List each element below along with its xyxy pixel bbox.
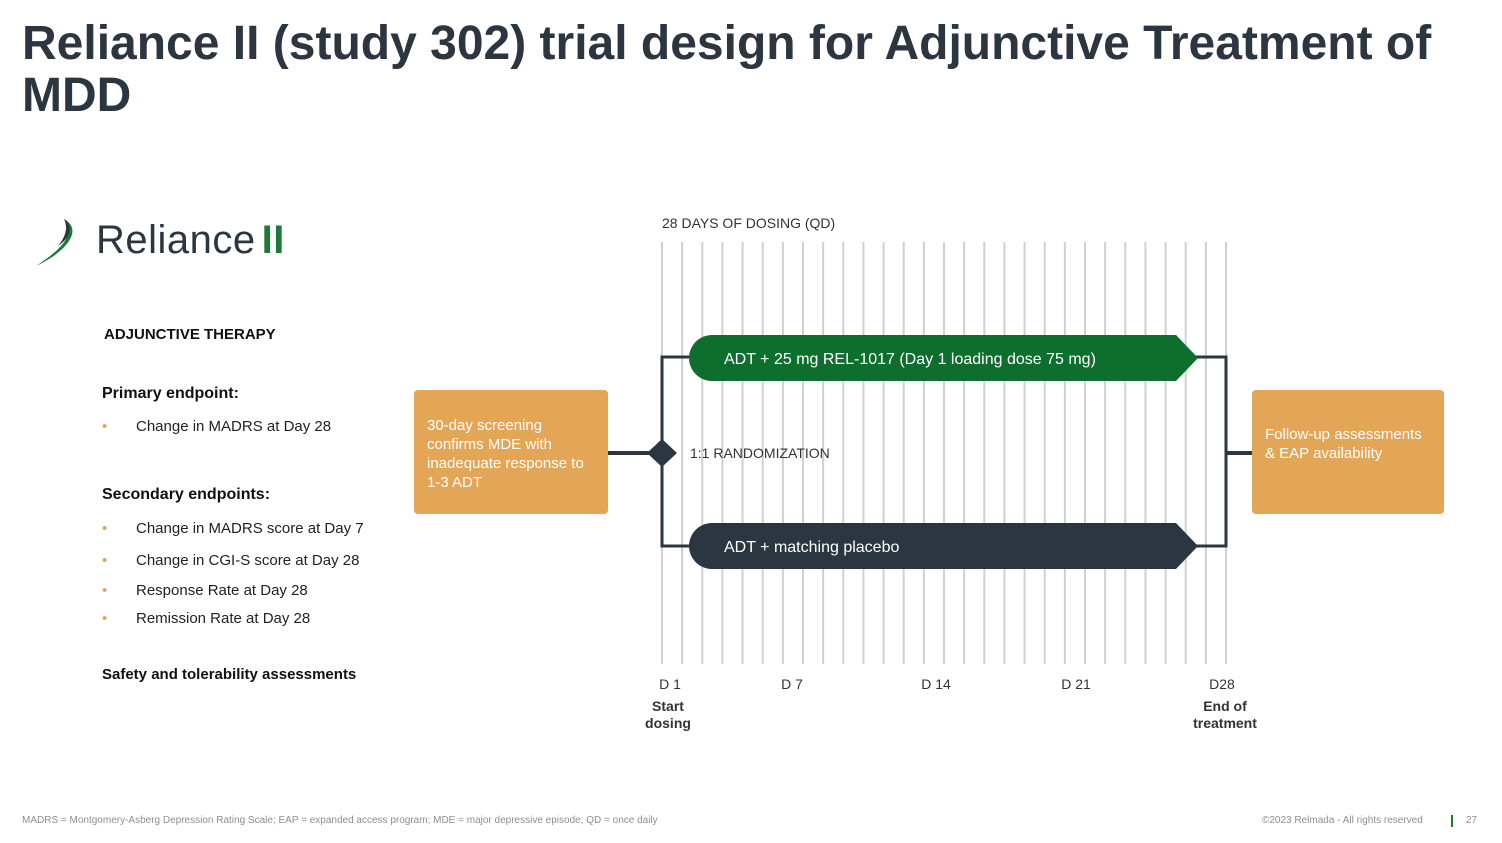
start-dosing-label: dosing [645,715,691,731]
arm-active-label: ADT + 25 mg REL-1017 (Day 1 loading dose… [724,351,1096,368]
dosing-label: 28 DAYS OF DOSING (QD) [662,215,835,231]
footer-divider [1451,815,1453,827]
secondary-endpoints-heading: Secondary endpoints: [102,486,271,503]
screening-box [414,390,608,514]
logo-name: Reliance [96,218,256,262]
day-label: D 1 [659,676,681,692]
arm-placebo-bar [689,523,1198,569]
start-dosing-label: Start [652,698,684,714]
arm-active-bar [689,335,1198,381]
arm-placebo-label: ADT + matching placebo [724,539,899,556]
logo-numeral: II [261,218,285,262]
day-label: D 7 [781,676,803,692]
screening-text: 30-day screening confirms MDE with inade… [427,417,584,491]
end-bracket [1190,355,1228,548]
footer-abbreviations: MADRS = Montgomery-Asberg Depression Rat… [22,815,658,826]
footer-copyright: ©2023 Relmada - All rights reserved [1262,815,1423,826]
day-label: D 14 [921,676,951,692]
primary-endpoint-heading: Primary endpoint: [102,385,239,402]
randomization-label: 1:1 RANDOMIZATION [690,445,830,461]
page-number: 27 [1466,815,1478,826]
end-treatment-label: treatment [1193,715,1257,731]
day-label: D 21 [1061,676,1091,692]
end-treatment-label: End of [1203,698,1247,714]
followup-text: Follow-up assessments & EAP availability [1265,426,1422,462]
therapy-heading: ADJUNCTIVE THERAPY [104,326,276,343]
randomization-diamond [647,439,677,467]
safety-heading: Safety and tolerability assessments [102,666,357,683]
page-title: Reliance II (study 302) trial design for… [22,17,1432,122]
day-label: D28 [1209,676,1235,692]
swoosh-icon [36,219,73,266]
followup-box [1252,390,1444,514]
